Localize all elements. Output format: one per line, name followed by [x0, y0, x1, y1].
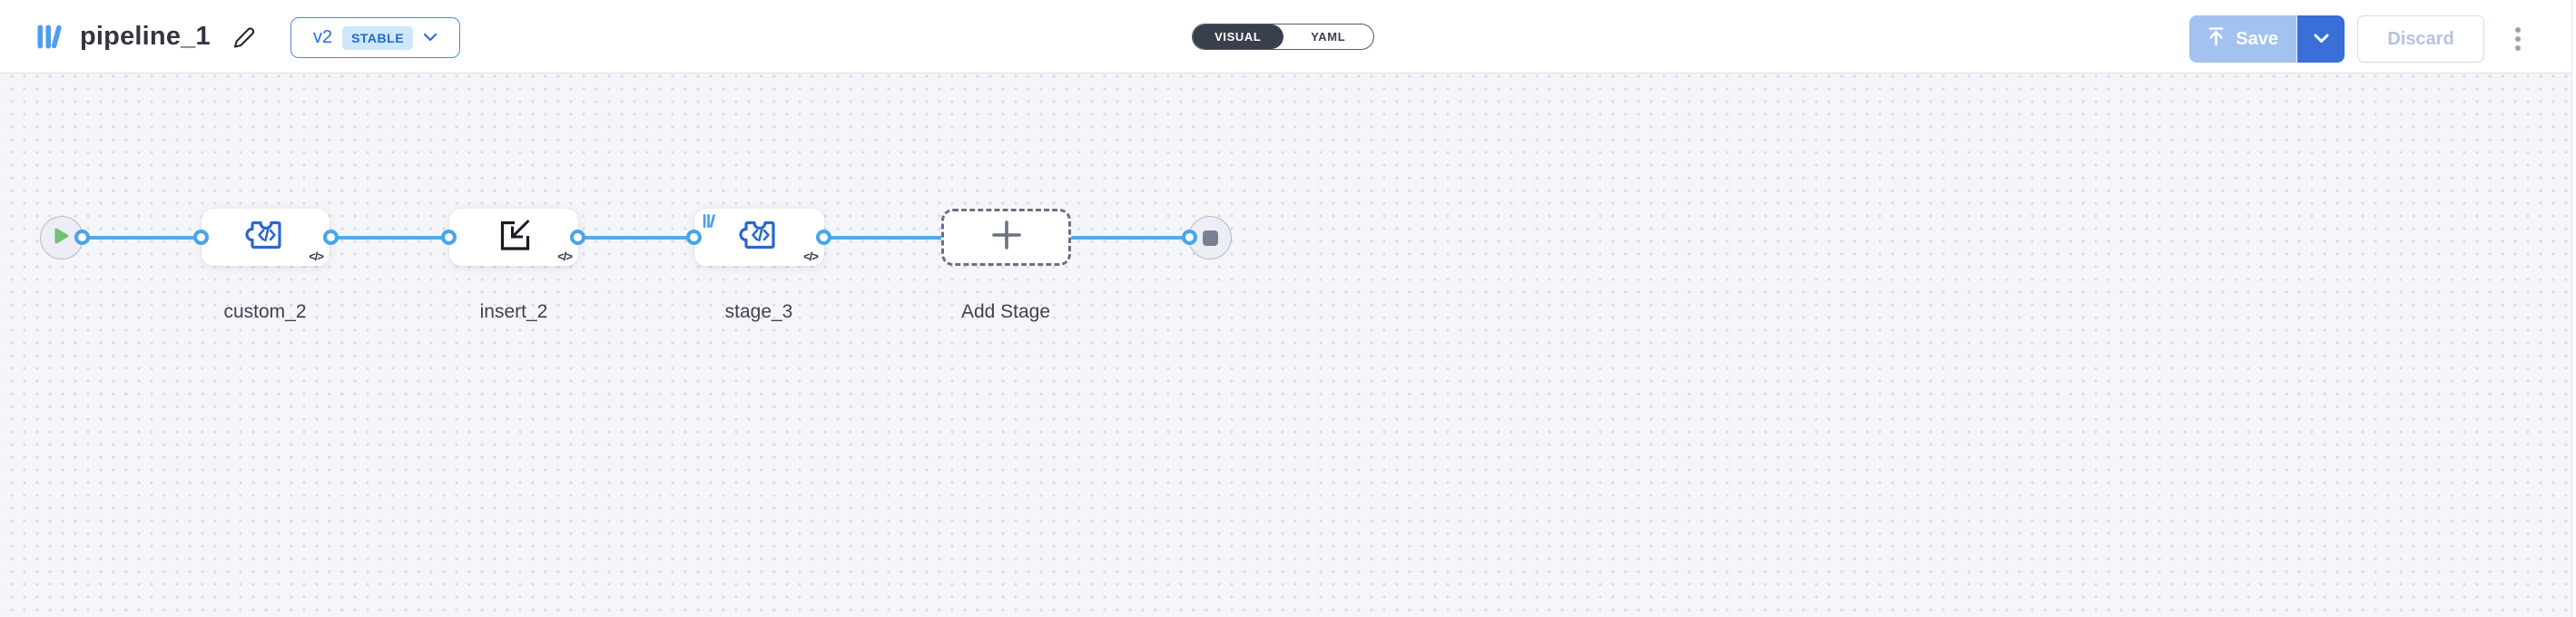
pencil-icon [230, 26, 257, 54]
connection-port[interactable] [1182, 230, 1197, 245]
chevron-down-icon [2314, 33, 2329, 46]
stage-label: Add Stage [960, 301, 1051, 322]
brand-logo-icon [36, 24, 67, 55]
version-status-badge: STABLE [342, 25, 414, 50]
import-icon [494, 215, 534, 260]
puzzle-code-icon [738, 216, 782, 259]
version-label: v2 [312, 27, 333, 47]
stage-label: stage_3 [724, 301, 793, 322]
tab-yaml[interactable]: YAML [1283, 24, 1374, 49]
stage-node-insert-2[interactable]: </> [449, 209, 578, 266]
edge-connector[interactable] [576, 236, 696, 240]
upload-arrow-icon [2206, 25, 2227, 53]
connection-port[interactable] [323, 230, 339, 245]
brand-logo-icon [703, 213, 716, 234]
tab-visual[interactable]: VISUAL [1193, 24, 1283, 49]
kebab-dot [2515, 36, 2521, 42]
panel-right-border [2571, 0, 2572, 617]
stop-icon [1202, 230, 1218, 246]
connection-port[interactable] [74, 230, 90, 245]
stage-label: custom_2 [223, 301, 307, 322]
connection-port[interactable] [686, 230, 702, 245]
puzzle-code-icon [244, 216, 288, 259]
kebab-dot [2515, 27, 2521, 33]
code-function-badge: </> [803, 250, 819, 263]
connection-port[interactable] [193, 230, 209, 245]
stage-label: insert_2 [479, 301, 548, 322]
kebab-dot [2515, 45, 2521, 51]
save-split-button: Save [2189, 15, 2345, 63]
save-options-dropdown-button[interactable] [2296, 15, 2345, 63]
discard-button[interactable]: Discard [2357, 15, 2484, 63]
play-icon [54, 227, 70, 250]
header-actions: Save Discard [2189, 15, 2528, 63]
header-bar: pipeline_1 v2 STABLE VISUAL YAML [0, 0, 2571, 73]
code-function-badge: </> [309, 250, 324, 263]
connection-port[interactable] [570, 230, 585, 245]
edit-title-button[interactable] [227, 21, 260, 54]
version-selector[interactable]: v2 STABLE [290, 17, 460, 58]
save-button[interactable]: Save [2189, 15, 2296, 63]
add-stage-button[interactable] [941, 209, 1071, 266]
save-button-label: Save [2236, 28, 2278, 49]
pipeline-canvas[interactable]: </> </> [0, 73, 2571, 617]
connection-port[interactable] [441, 230, 457, 245]
connection-port[interactable] [816, 230, 831, 245]
page-title: pipeline_1 [80, 22, 211, 51]
chevron-down-icon [423, 31, 438, 44]
edge-connector[interactable] [329, 236, 449, 240]
more-options-button[interactable] [2508, 21, 2528, 57]
view-mode-toggle: VISUAL YAML [1192, 24, 1374, 50]
plus-icon [991, 220, 1022, 255]
code-function-badge: </> [557, 250, 573, 263]
stage-node-custom-2[interactable]: </> [202, 209, 329, 266]
edge-connector[interactable] [1069, 236, 1191, 240]
edge-connector[interactable] [83, 236, 204, 240]
stage-node-stage-3[interactable]: </> [694, 209, 824, 266]
edge-connector[interactable] [822, 236, 943, 240]
